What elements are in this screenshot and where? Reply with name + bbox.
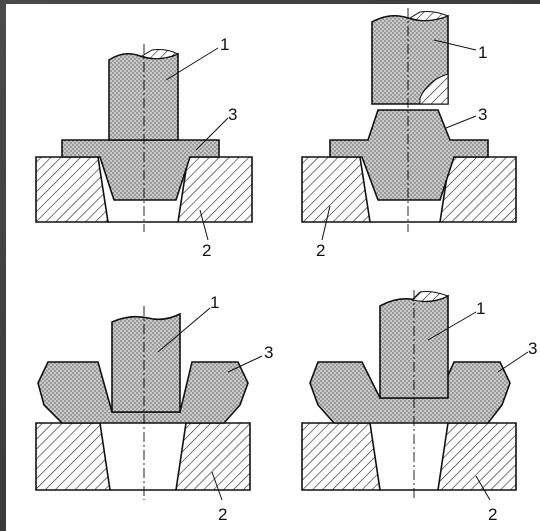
- punch-hatched-end: [408, 11, 450, 22]
- workpiece: [329, 109, 489, 201]
- die-right: [437, 422, 517, 491]
- punch: [108, 52, 179, 141]
- label-die: 2: [202, 241, 211, 260]
- label-workpiece: 3: [528, 339, 537, 358]
- punch-hatched-end: [410, 291, 450, 302]
- label-workpiece: 3: [264, 343, 273, 362]
- label-punch: 1: [210, 293, 219, 312]
- punch-hatched-corner: [419, 73, 449, 105]
- panel-top-left: 1 3 2: [35, 35, 253, 260]
- die-left: [35, 422, 111, 491]
- die-left: [35, 156, 109, 223]
- label-punch: 1: [476, 299, 485, 318]
- label-die: 2: [218, 505, 227, 524]
- die-left: [301, 422, 381, 491]
- die-right: [439, 156, 517, 223]
- label-punch: 1: [220, 35, 229, 54]
- panel-bottom-left: 1 3 2: [35, 293, 273, 524]
- label-workpiece: 3: [228, 105, 237, 124]
- panel-bottom-right: 1 3 2: [301, 290, 537, 524]
- punch: [111, 312, 181, 413]
- label-punch: 1: [478, 43, 487, 62]
- die-left: [301, 156, 371, 223]
- panel-top-right: 1 3 2: [301, 8, 517, 260]
- label-workpiece: 3: [478, 105, 487, 124]
- label-die: 2: [488, 505, 497, 524]
- workpiece: [61, 139, 220, 201]
- die-right: [177, 156, 253, 223]
- label-die: 2: [316, 241, 325, 260]
- punch-hatched-end: [140, 49, 180, 60]
- die-right: [175, 422, 251, 491]
